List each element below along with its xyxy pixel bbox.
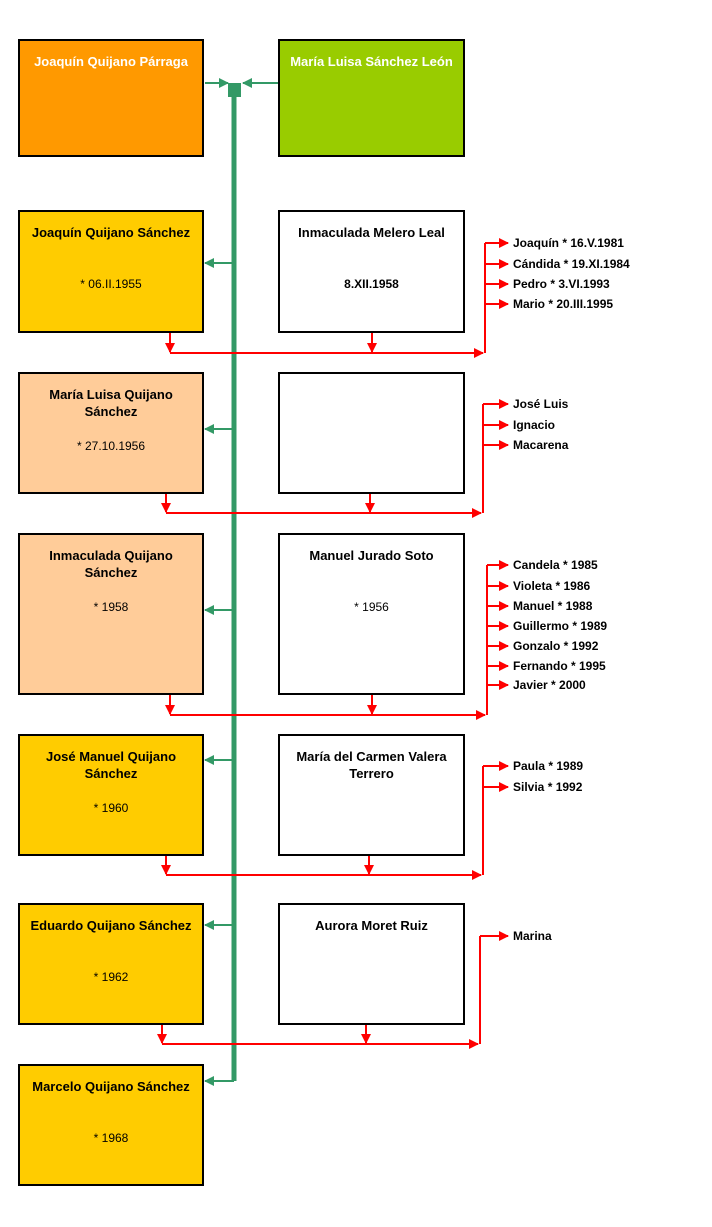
child-birth-date: * 1960 (93, 801, 129, 815)
grandchild-entry: Candela * 1985 (513, 558, 598, 572)
child-box: José Manuel Quijano Sánchez * 1960 (18, 734, 204, 856)
child-name: Eduardo Quijano Sánchez (30, 918, 192, 933)
spouse-name: Aurora Moret Ruiz (315, 918, 428, 933)
child-name: Joaquín Quijano Sánchez (31, 225, 191, 240)
spouse-name: Inmaculada Melero Leal (298, 225, 445, 240)
grandchild-entry: Manuel * 1988 (513, 599, 593, 613)
spouse-box: María del Carmen Valera Terrero (278, 734, 465, 856)
child-box: María Luisa Quijano Sánchez * 27.10.1956 (18, 372, 204, 494)
child-box: Marcelo Quijano Sánchez * 1968 (18, 1064, 204, 1186)
grandchild-entry: Paula * 1989 (513, 759, 584, 773)
grandchild-entry: Macarena (513, 438, 569, 452)
child-name: José Manuel Quijano Sánchez (45, 749, 177, 781)
grandchild-entry: Violeta * 1986 (513, 579, 591, 593)
child-birth-date: * 1958 (93, 600, 129, 614)
grandchild-entry: Fernando * 1995 (513, 659, 606, 673)
spouse-date: 8.XII.1958 (344, 277, 399, 291)
child-birth-date: * 1962 (93, 970, 129, 984)
grandchild-entry: Gonzalo * 1992 (513, 639, 599, 653)
father-name: Joaquín Quijano Párraga (34, 54, 188, 69)
grandchild-entry: Silvia * 1992 (513, 780, 583, 794)
child-name: María Luisa Quijano Sánchez (49, 387, 173, 419)
spouse-box: Manuel Jurado Soto * 1956 (278, 533, 465, 695)
child-box: Joaquín Quijano Sánchez * 06.II.1955 (18, 210, 204, 333)
child-birth-date: * 06.II.1955 (80, 277, 142, 291)
spouse-box: Inmaculada Melero Leal 8.XII.1958 (278, 210, 465, 333)
grandchild-entry: Guillermo * 1989 (513, 619, 608, 633)
grandchild-entry: Ignacio (513, 418, 556, 432)
child-name: Inmaculada Quijano Sánchez (49, 548, 173, 580)
grandchild-entry: Pedro * 3.VI.1993 (513, 277, 610, 291)
child-name: Marcelo Quijano Sánchez (32, 1079, 190, 1094)
father-box: Joaquín Quijano Párraga (18, 39, 204, 157)
spouse-box: Aurora Moret Ruiz (278, 903, 465, 1025)
child-birth-date: * 1968 (93, 1131, 129, 1145)
grandchild-entry: Cándida * 19.XI.1984 (513, 257, 630, 271)
grandchild-entry: Javier * 2000 (513, 678, 586, 692)
mother-name: María Luisa Sánchez León (290, 54, 453, 69)
grandchild-entry: Mario * 20.III.1995 (513, 297, 614, 311)
child-box: Inmaculada Quijano Sánchez * 1958 (18, 533, 204, 695)
spouse-name: Manuel Jurado Soto (309, 548, 434, 563)
child-birth-date: * 27.10.1956 (76, 439, 146, 453)
grandchild-entry: Marina (513, 929, 552, 943)
child-box: Eduardo Quijano Sánchez * 1962 (18, 903, 204, 1025)
spouse-box (278, 372, 465, 494)
mother-box: María Luisa Sánchez León (278, 39, 465, 157)
grandchild-entry: José Luis (513, 397, 569, 411)
spouse-date: * 1956 (354, 600, 389, 614)
spouse-name: María del Carmen Valera Terrero (296, 749, 447, 781)
grandchild-entry: Joaquín * 16.V.1981 (513, 236, 624, 250)
